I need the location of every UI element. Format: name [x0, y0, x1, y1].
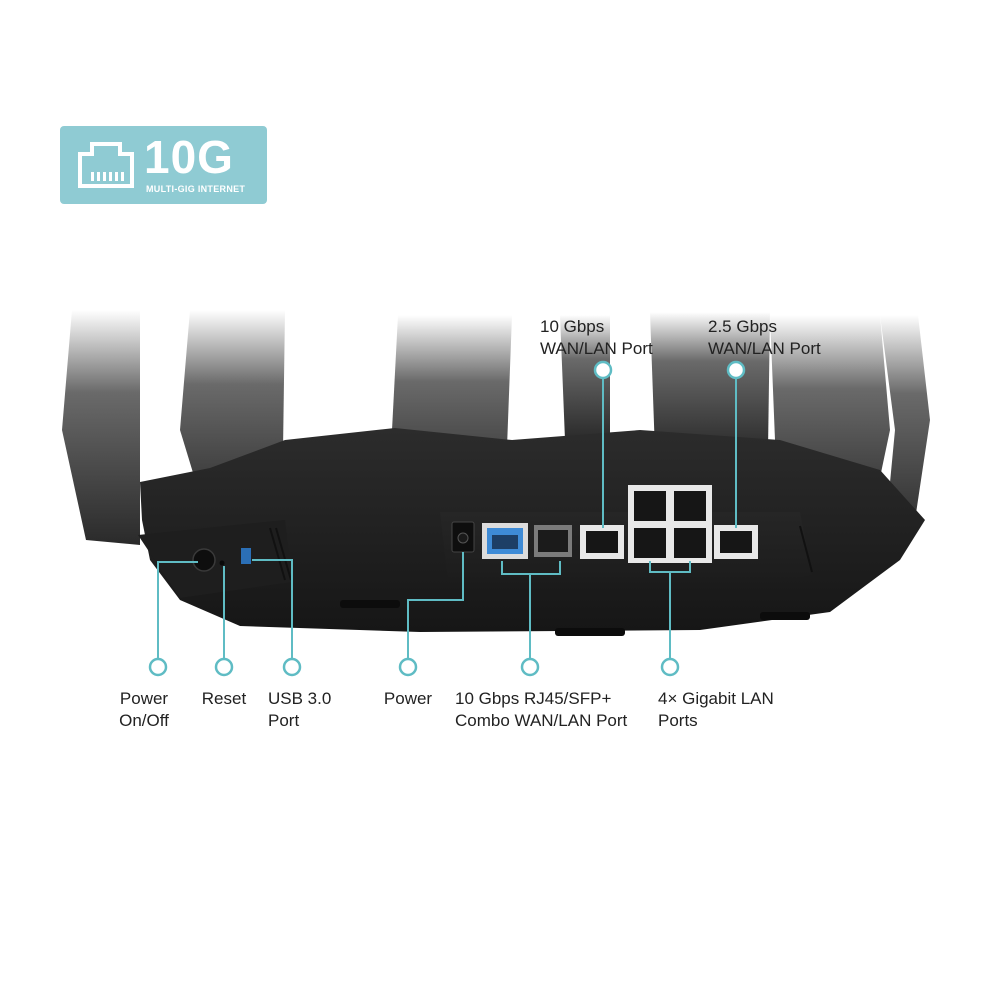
callout-lines	[157, 378, 737, 658]
label-gigabit-lan-ports: 4× Gigabit LAN Ports	[658, 689, 774, 730]
callout-marker-reset	[214, 657, 234, 677]
callout-marker-combo	[520, 657, 540, 677]
callout-marker-power-onoff	[148, 657, 168, 677]
callout-marker-25g	[726, 360, 746, 380]
callout-marker-lan	[660, 657, 680, 677]
multi-gig-badge: 10G MULTI-GIG INTERNET	[60, 126, 267, 204]
ethernet-port-icon	[74, 136, 138, 197]
label-power: Power	[383, 689, 433, 708]
label-reset: Reset	[201, 689, 247, 708]
badge-subtitle: MULTI-GIG INTERNET	[146, 184, 246, 194]
label-combo-wan-lan-port: 10 Gbps RJ45/SFP+ Combo WAN/LAN Port	[455, 689, 628, 730]
callout-marker-usb	[282, 657, 302, 677]
label-power-on-off: Power On/Off	[119, 689, 169, 730]
label-10g-wan-lan-port: 10 Gbps WAN/LAN Port	[540, 317, 653, 358]
badge-title: 10G	[144, 131, 234, 183]
callout-marker-10g	[593, 360, 613, 380]
label-usb-3-port: USB 3.0 Port	[268, 689, 332, 730]
label-2-5g-wan-lan-port: 2.5 Gbps WAN/LAN Port	[708, 317, 821, 358]
callout-marker-power	[398, 657, 418, 677]
